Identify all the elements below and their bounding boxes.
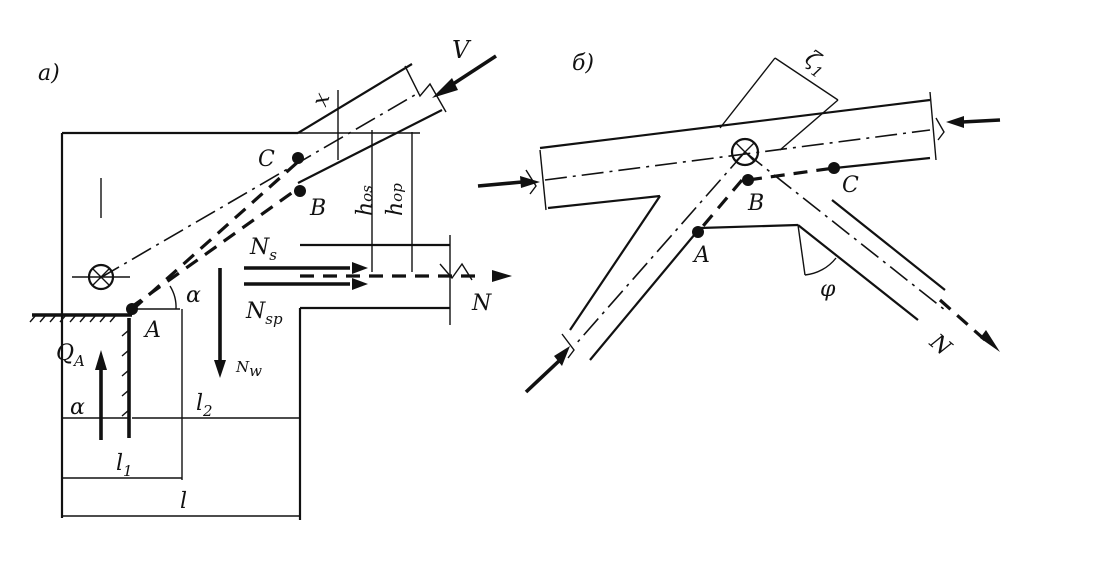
force-qa-arrowhead: [95, 350, 107, 370]
angle-phi-arc: [804, 257, 837, 276]
label-A: A: [143, 318, 161, 343]
dim-zeta-left: [719, 57, 776, 129]
chord-axis-b: [544, 129, 931, 181]
label-N-s: Ns: [249, 235, 277, 264]
chord-break-mark: [439, 262, 473, 281]
point-B-b: [742, 174, 754, 186]
web-right-axis: [744, 151, 946, 311]
label-phi: φ: [820, 277, 836, 302]
label-C: C: [258, 147, 275, 172]
point-C-b: [828, 162, 840, 174]
label-l: l: [180, 489, 187, 514]
label-N: N: [471, 291, 492, 316]
chord-bottom-right-edge-b: [834, 156, 931, 170]
arrow-left-chord-line: [477, 180, 523, 188]
point-B: [294, 185, 306, 197]
label-x: x: [308, 89, 336, 110]
label-N-w: Nw: [235, 358, 262, 380]
centroid-circle-b: [730, 137, 760, 167]
label-N-b: N: [924, 329, 956, 362]
chord-right-cut-b: [929, 91, 937, 161]
label-N-sp: Nsp: [245, 299, 283, 328]
strut-bottom-edge: [297, 109, 443, 184]
figure-a: а) V x C B A: [29, 36, 512, 520]
label-Q-A: QA: [56, 341, 85, 370]
web-right-inner-edge: [831, 199, 946, 291]
arrow-left-web-head: [554, 346, 570, 366]
arrow-right-web-dashed: [938, 298, 987, 342]
label-B: B: [309, 196, 326, 221]
break-left-chord: [525, 169, 537, 195]
chord-top-edge-b: [539, 98, 931, 150]
label-l-2: l2: [196, 391, 213, 420]
force-v-arrow-line: [449, 54, 497, 88]
force-nw-arrowhead: [214, 360, 226, 378]
strut-axis-line: [99, 91, 421, 279]
label-l-1: l1: [116, 451, 133, 480]
angle-phi-ref: [797, 224, 806, 276]
label-V: V: [452, 36, 472, 64]
strut-break-line: [404, 65, 447, 113]
break-left-web: [561, 333, 575, 359]
dim-zeta-right: [779, 99, 839, 151]
dim-zeta-line: [774, 57, 839, 101]
figure-a-panel-label: а): [38, 61, 60, 86]
force-nsp-arrowhead-1: [352, 278, 368, 290]
figure-b-panel-label: б): [572, 51, 594, 76]
figure-b: б) ζ1 B C A φ: [477, 46, 1001, 394]
web-right-outer-edge: [797, 224, 919, 321]
strut-dashed-top: [130, 158, 302, 312]
force-n-arrowhead: [492, 270, 512, 282]
arrow-right-chord-line: [961, 118, 1001, 124]
label-alpha-dim: α: [70, 395, 85, 420]
web-left-axis: [574, 151, 746, 346]
label-h-os: hos: [353, 185, 378, 216]
break-right-chord: [935, 117, 945, 141]
chord-left-cut-b: [539, 149, 547, 211]
web-left-dashed: [696, 178, 744, 234]
angle-arc: [169, 285, 177, 310]
support-vertical-hatching: [121, 329, 130, 417]
label-C-b: C: [842, 173, 859, 198]
force-v-arrowhead: [432, 78, 458, 98]
web-left-outer-edge: [569, 195, 661, 331]
web-junction-line: [699, 223, 799, 230]
web-left-inner-edge: [589, 227, 701, 361]
support-hatching: [29, 314, 117, 323]
arrow-left-web-line: [524, 358, 562, 394]
arrow-left-chord-head: [520, 176, 540, 188]
chord-bottom-left-edge-b: [547, 194, 661, 210]
arrow-right-chord-head: [946, 116, 964, 128]
centroid-cross-b: [735, 142, 755, 162]
label-B-b: B: [747, 191, 764, 216]
chord-dashed-b: [747, 166, 835, 182]
arrow-right-web-head: [980, 330, 1000, 352]
point-A-b: [692, 226, 704, 238]
point-C: [292, 152, 304, 164]
label-alpha-angle: α: [186, 283, 201, 308]
strut-top-edge: [297, 63, 413, 134]
force-ns-arrowhead: [352, 262, 368, 274]
label-h-op: hop: [383, 183, 408, 216]
label-A-b: A: [692, 243, 710, 268]
